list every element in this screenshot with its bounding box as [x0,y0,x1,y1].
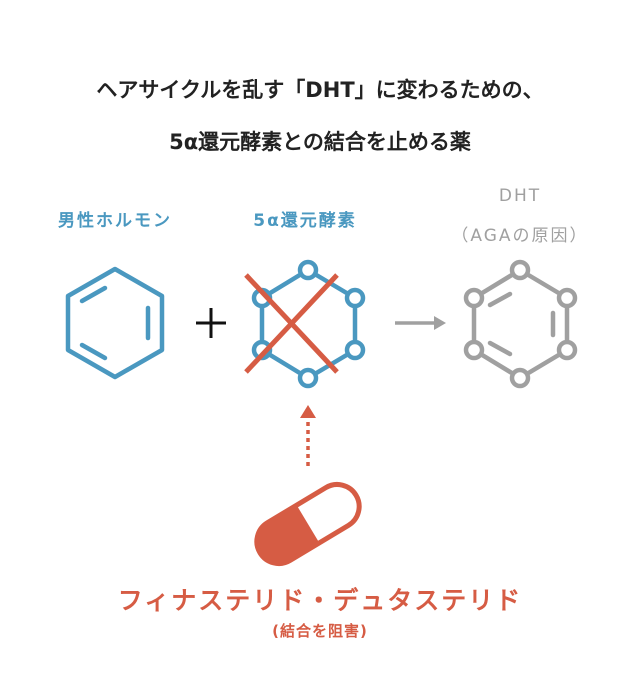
title-line-1: ヘアサイクルを乱す「DHT」に変わるための、 [96,78,544,102]
dht-ring-icon [463,259,578,389]
enzyme-ring-icon [251,259,366,389]
label-dht-cause: （AGAの原因） [451,226,589,246]
male-hormone-ring-icon [65,266,165,380]
dotted-arrow-up-icon [300,405,316,466]
capsule-pill-icon [245,481,362,575]
title-line-2: 5α還元酵素との結合を止める薬 [169,130,471,154]
label-5a-reductase: 5α還元酵素 [253,211,357,231]
arrow-right-icon [395,316,446,330]
label-male-hormone: 男性ホルモン [58,211,172,231]
blocked-cross-icon [244,273,339,374]
drug-effect: (結合を阻害) [272,622,368,640]
plus-icon [196,308,226,338]
label-dht: DHT [498,186,542,206]
drug-name: フィナステリド・デュタステリド [117,586,523,615]
